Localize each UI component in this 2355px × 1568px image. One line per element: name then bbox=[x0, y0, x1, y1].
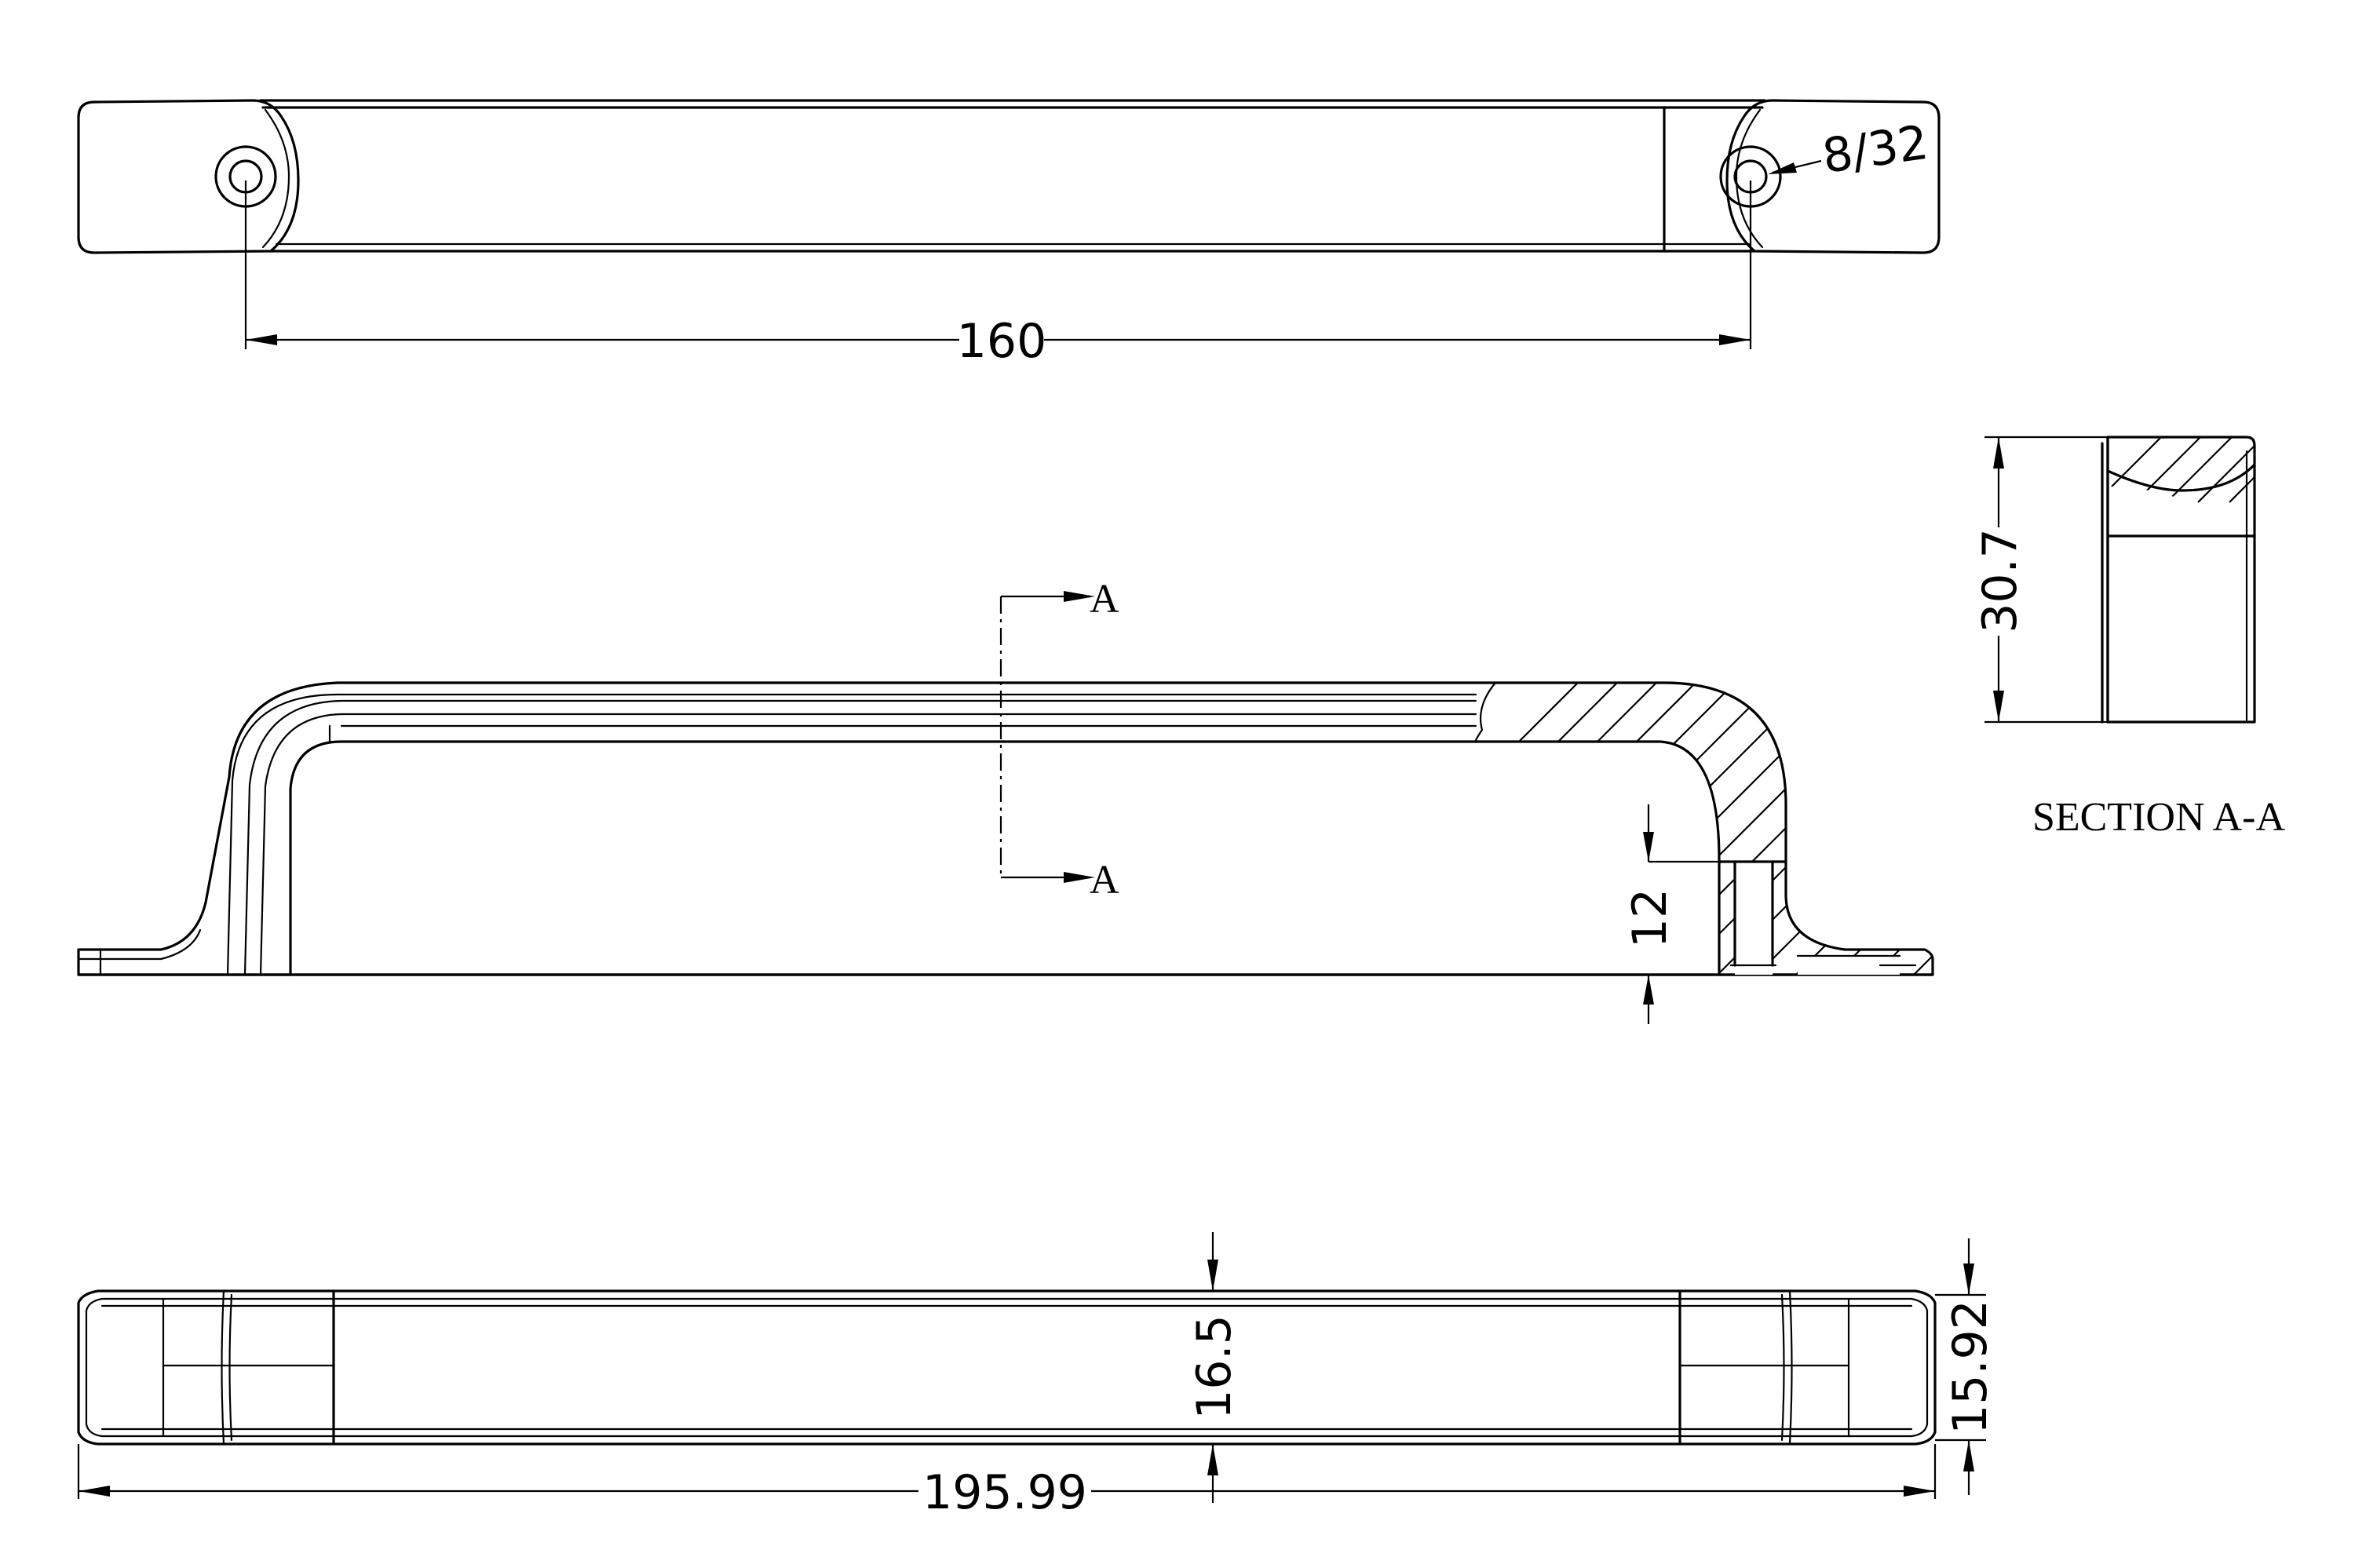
dimension-screw-spec: 8/32 bbox=[1819, 115, 1931, 184]
top-view-outline-right bbox=[1725, 99, 1941, 254]
dimension-foot-height: 12 bbox=[1623, 888, 1678, 948]
section-title: SECTION A-A bbox=[2032, 795, 2286, 840]
top-view-outline bbox=[77, 99, 300, 254]
dimension-hole-spacing: 160 bbox=[957, 314, 1047, 369]
section-marker-top: A bbox=[1090, 577, 1119, 622]
front-view: 16.5 195.99 15.92 bbox=[77, 1232, 1998, 1520]
dimension-grip-width: 16.5 bbox=[1187, 1315, 1242, 1420]
section-outline bbox=[2106, 436, 2256, 724]
front-view-outline bbox=[77, 1289, 1937, 1446]
dimension-base-width: 15.92 bbox=[1943, 1300, 1998, 1435]
dimension-handle-height: 30.7 bbox=[1973, 528, 2028, 633]
top-view: 160 8/32 bbox=[77, 99, 1941, 369]
section-view: 30.7 SECTION A-A bbox=[1973, 436, 2286, 840]
dimension-overall-length: 195.99 bbox=[922, 1465, 1087, 1520]
side-view-outline bbox=[77, 681, 1934, 976]
section-marker-bottom: A bbox=[1090, 858, 1119, 903]
side-view: A A 12 bbox=[77, 577, 1934, 1024]
